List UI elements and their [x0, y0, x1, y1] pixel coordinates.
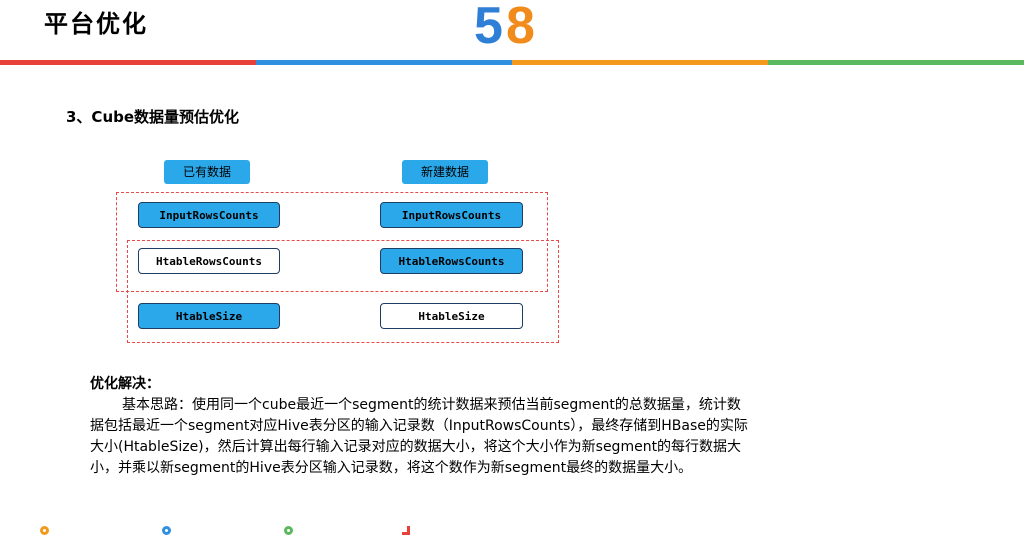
solution-section: 优化解决： 基本思路：使用同一个cube最近一个segment的统计数据来预估当…	[90, 374, 750, 479]
footer-decoration	[0, 526, 1024, 538]
new-input-rows-counts: InputRowsCounts	[380, 202, 523, 228]
existing-input-rows-counts: InputRowsCounts	[138, 202, 280, 228]
input-rows-group-frame	[116, 192, 548, 292]
blue-ring-icon	[162, 526, 171, 535]
stripe-red-segment	[0, 60, 256, 65]
new-htable-size: HtableSize	[380, 303, 523, 329]
existing-data-tag: 已有数据	[164, 160, 250, 184]
solution-title: 优化解决：	[90, 376, 160, 392]
stripe-green-segment	[768, 60, 1024, 65]
red-corner-icon	[402, 526, 410, 535]
logo-digit-5: 5	[474, 0, 503, 55]
logo-digit-8: 8	[506, 0, 535, 55]
solution-body: 基本思路：使用同一个cube最近一个segment的统计数据来预估当前segme…	[90, 397, 748, 476]
new-htable-rows-counts: HtableRowsCounts	[380, 248, 523, 274]
section-heading: 3、Cube数据量预估优化	[66, 108, 240, 126]
page-title: 平台优化	[44, 9, 148, 38]
brand-logo: 5 8	[474, 0, 550, 52]
stripe-blue-segment	[256, 60, 512, 65]
existing-htable-size: HtableSize	[138, 303, 280, 329]
header-color-stripe	[0, 60, 1024, 65]
stripe-orange-segment	[512, 60, 768, 65]
new-data-tag: 新建数据	[402, 160, 488, 184]
existing-htable-rows-counts: HtableRowsCounts	[138, 248, 280, 274]
htable-group-frame	[127, 240, 559, 343]
green-ring-icon	[284, 526, 293, 535]
orange-ring-icon	[40, 526, 49, 535]
